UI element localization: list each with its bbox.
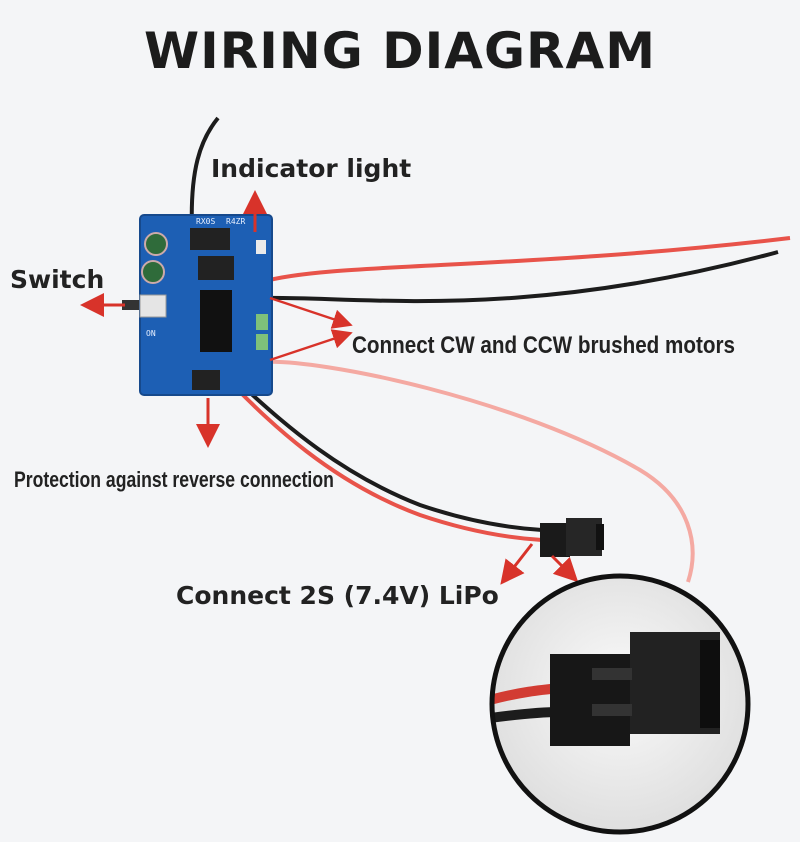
battery-wire-red (234, 386, 543, 542)
motor-wire-pink (261, 359, 695, 583)
fuse (256, 314, 268, 330)
switch-lever[interactable] (122, 300, 144, 310)
board-silkscreen: RX0S (196, 217, 215, 226)
arrow-right-icon (269, 296, 353, 329)
switch-label: Switch (10, 265, 105, 294)
chip (190, 228, 230, 250)
protection-label: Protection against reverse connection (14, 467, 334, 492)
indicator-light-label: Indicator light (211, 154, 412, 183)
chip (198, 256, 234, 280)
lipo-label: Connect 2S (7.4V) LiPo (176, 581, 499, 610)
battery-wire-black (236, 380, 543, 532)
antenna-wire (189, 116, 220, 231)
circuit-board: RX0S R4ZR ON (139, 214, 273, 396)
arrow-right-icon (269, 329, 353, 362)
board-silkscreen: ON (146, 329, 156, 338)
motor-wire-black (261, 250, 779, 304)
indicator-led (256, 240, 266, 254)
motor-wire-red (261, 236, 791, 284)
page-title: WIRING DIAGRAM (144, 22, 656, 80)
capacitor (141, 260, 165, 284)
connector-zoom-inset (489, 573, 751, 835)
motors-label: Connect CW and CCW brushed motors (352, 332, 735, 359)
fuse (256, 334, 268, 350)
arrow-down-icon (500, 543, 534, 585)
arrow-down-icon (550, 554, 579, 583)
board-silkscreen: R4ZR (226, 217, 245, 226)
switch-body (139, 294, 167, 318)
diode (192, 370, 220, 390)
jst-connector (540, 518, 604, 557)
capacitor (144, 232, 168, 256)
main-ic (200, 290, 232, 352)
